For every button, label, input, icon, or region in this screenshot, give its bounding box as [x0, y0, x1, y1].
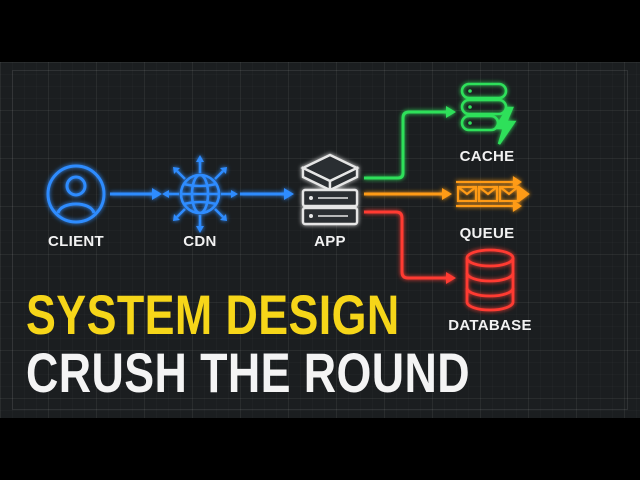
client-label: CLIENT — [48, 233, 104, 250]
server-lights — [309, 196, 348, 218]
cache-lightning-icon — [460, 82, 517, 145]
diagram-canvas: CLIENT CDN APP CACHE QUEUE DATABASE SYST… — [0, 62, 640, 418]
blueprint-border — [12, 70, 628, 410]
headline-crush-the-round: CRUSH THE ROUND — [26, 341, 471, 404]
cache-dots — [468, 89, 472, 125]
architecture-diagram — [46, 82, 530, 312]
arrow-app-to-cache — [364, 106, 456, 180]
server-stack-icon — [300, 153, 360, 226]
arrow-cdn-to-app — [240, 188, 294, 200]
cdn-label: CDN — [183, 233, 217, 250]
message-queue-icon — [456, 175, 530, 213]
globe-network-icon — [168, 161, 232, 227]
database-icon — [465, 248, 515, 312]
database-label: DATABASE — [448, 317, 532, 334]
globe-arrowheads — [162, 155, 238, 233]
arrow-app-to-queue — [364, 188, 452, 200]
app-label: APP — [314, 233, 346, 250]
arrow-client-to-cdn — [110, 188, 162, 200]
queue-label: QUEUE — [459, 225, 515, 242]
headline-system-design: SYSTEM DESIGN — [26, 283, 400, 346]
arrow-app-to-database — [364, 210, 456, 284]
user-icon — [46, 164, 106, 224]
cache-label: CACHE — [459, 148, 515, 165]
